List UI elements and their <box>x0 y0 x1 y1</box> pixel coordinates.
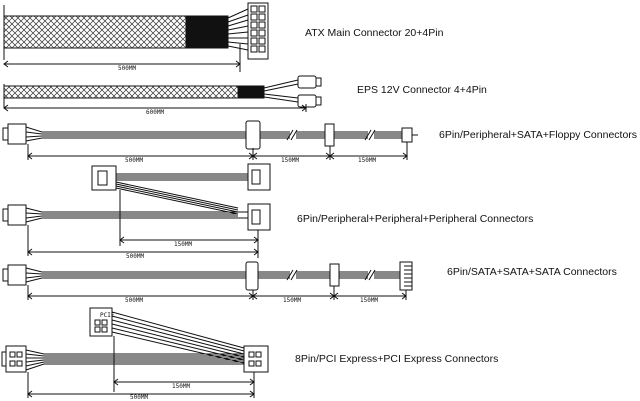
dim-psf-500: 500MM <box>125 157 143 164</box>
sata-connector-1 <box>324 123 335 147</box>
title-eps: EPS 12V Connector 4+4Pin <box>357 84 487 96</box>
sata-connector-b <box>329 263 340 287</box>
cable-pcie-x2 <box>1 307 269 398</box>
pcie-mark: PCIE <box>100 312 115 319</box>
modular-plug-1 <box>7 123 27 145</box>
pcie-connector-end <box>243 345 269 373</box>
dim-pcie-150: 150MM <box>172 383 190 390</box>
modular-plug-4 <box>5 345 27 373</box>
atx-connector <box>247 2 269 60</box>
modular-plug-3 <box>7 264 27 286</box>
sata-connector-a <box>245 261 259 291</box>
cable-sata-x3 <box>2 261 413 300</box>
sleeving-atx <box>3 15 187 49</box>
peripheral-connector-1 <box>245 120 261 150</box>
title-pcie-x2: 8Pin/PCI Express+PCI Express Connectors <box>295 353 499 365</box>
cable-eps <box>3 75 322 112</box>
eps-connector-b <box>297 94 317 108</box>
dim-per3-500: 500MM <box>126 253 144 260</box>
cable-peripheral-sata-floppy <box>2 120 418 160</box>
peripheral-connector-top-right <box>247 163 271 191</box>
dim-per3-150: 150MM <box>174 241 192 248</box>
title-sata-x3: 6Pin/SATA+SATA+SATA Connectors <box>447 266 617 278</box>
title-peripheral-x3: 6Pin/Peripheral+Peripheral+Peripheral Co… <box>297 213 534 225</box>
dim-pcie-500: 500MM <box>130 394 148 401</box>
cable-peripheral-x3 <box>2 163 271 258</box>
peripheral-connector-end <box>247 203 271 231</box>
dim-psf-150-b: 150MM <box>358 157 376 164</box>
dim-eps-600: 600MM <box>146 109 164 116</box>
dim-sata3-500: 500MM <box>125 297 143 304</box>
peripheral-connector-top-left <box>91 165 117 191</box>
sleeving-eps <box>3 85 239 99</box>
modular-plug-2 <box>7 204 27 226</box>
cable-atx-main <box>3 2 269 72</box>
eps-connector-a <box>297 75 317 89</box>
title-peripheral-sata-floppy: 6Pin/Peripheral+SATA+Floppy Connectors <box>439 129 638 141</box>
title-atx-main: ATX Main Connector 20+4Pin <box>305 27 444 39</box>
dim-sata3-150-b: 150MM <box>360 297 378 304</box>
heatshrink-atx <box>185 15 229 49</box>
dim-sata3-150-a: 150MM <box>283 297 301 304</box>
floppy-connector <box>401 127 413 143</box>
heatshrink-eps <box>237 85 265 99</box>
dim-atx-500: 500MM <box>118 65 136 72</box>
dim-psf-150-a: 150MM <box>281 157 299 164</box>
